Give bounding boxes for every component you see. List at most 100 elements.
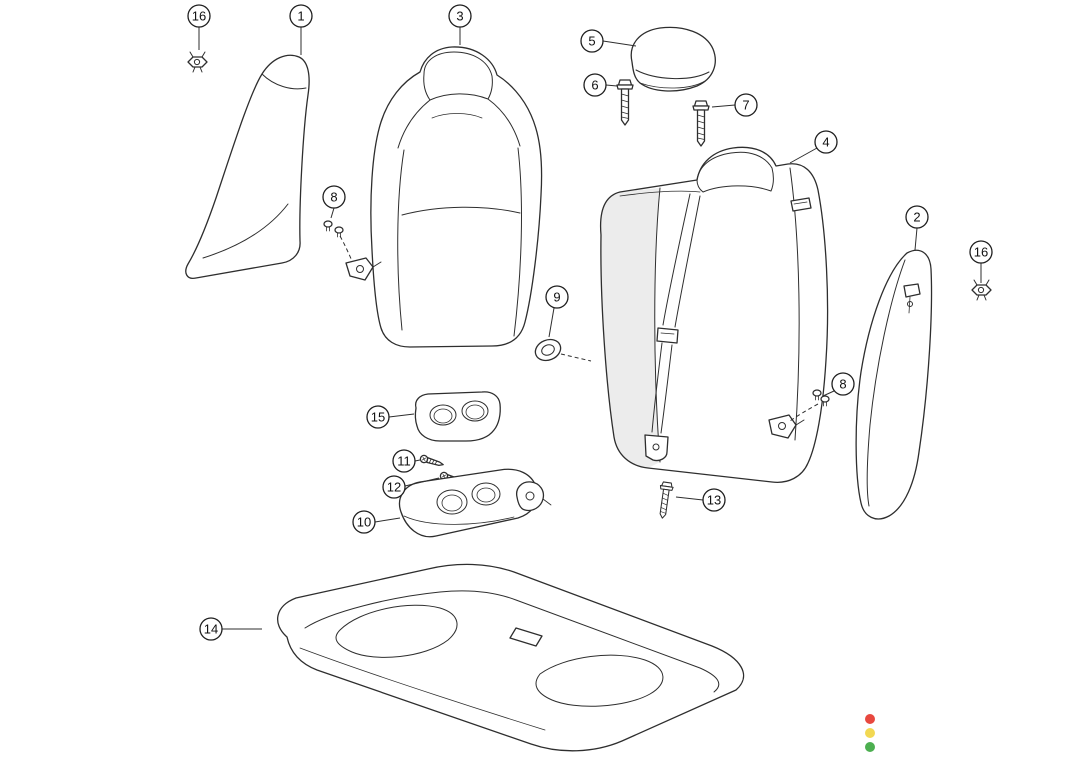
part-outline	[185, 54, 310, 279]
callout-8-grommet-left[interactable]: 8	[322, 185, 346, 219]
leader-line	[789, 147, 818, 164]
callout-10-armrest[interactable]: 10	[352, 510, 401, 534]
part-3-seat-back-left	[370, 46, 543, 348]
part-6-bolt	[616, 79, 634, 126]
callout-2-side-bolster-right[interactable]: 2	[905, 205, 929, 251]
callout-1-side-bolster-left[interactable]: 1	[289, 4, 313, 55]
callout-number: 16	[974, 245, 988, 260]
callout-circle[interactable]	[392, 449, 416, 473]
belt-anchor	[644, 434, 669, 462]
callout-12-screw[interactable]: 12	[382, 475, 440, 499]
callout-circle[interactable]	[814, 130, 838, 154]
callout-14-seat-cushion[interactable]: 14	[199, 617, 262, 641]
part-outline	[630, 26, 716, 92]
callout-number: 14	[204, 622, 218, 637]
part-15-cupholder-insert	[414, 391, 501, 442]
top-seam	[619, 190, 701, 197]
belt-guide-slot	[793, 201, 808, 205]
callout-circle[interactable]	[580, 29, 604, 53]
leader-line	[374, 517, 401, 523]
callout-16-clip-left[interactable]: 16	[187, 4, 211, 50]
leader-line	[822, 390, 835, 397]
callout-6-bolt[interactable]: 6	[583, 73, 618, 97]
part-outline	[414, 391, 501, 442]
grommet-hole	[541, 344, 555, 356]
assembly-line-8-left	[339, 235, 353, 262]
callout-number: 10	[357, 515, 371, 530]
callout-number: 7	[742, 98, 749, 113]
callout-circle[interactable]	[322, 185, 346, 209]
shoulder-seam	[397, 99, 431, 149]
assembly-line-9	[560, 353, 592, 362]
belt-strap	[674, 195, 701, 328]
callout-circle[interactable]	[734, 93, 758, 117]
callout-3-seat-back-left[interactable]: 3	[448, 4, 472, 45]
seam-line	[202, 203, 289, 259]
latch-slot	[660, 332, 675, 335]
callout-5-headrest[interactable]: 5	[580, 29, 637, 53]
belt-panel-shade	[600, 188, 660, 468]
leader-line	[711, 104, 736, 108]
cup-opening	[461, 400, 489, 422]
assembly-line-8-right	[789, 403, 819, 422]
leader-line	[330, 207, 335, 219]
side-seam	[513, 147, 522, 337]
shoulder-seam	[487, 98, 521, 147]
callout-15-cupholder-insert[interactable]: 15	[366, 405, 415, 429]
callout-number: 4	[822, 135, 829, 150]
seam-line	[639, 80, 706, 89]
cup-holder	[436, 489, 468, 515]
callout-circle[interactable]	[448, 4, 472, 28]
cup-holder-inner	[441, 494, 463, 512]
part-1-side-bolster-left	[185, 54, 310, 279]
callout-number: 8	[330, 190, 337, 205]
part-outline	[370, 46, 543, 348]
part-5-headrest	[630, 26, 716, 92]
callout-circle[interactable]	[382, 475, 406, 499]
status-dot-red	[865, 714, 875, 724]
callout-circle[interactable]	[366, 405, 390, 429]
callout-number: 3	[456, 9, 463, 24]
part-14-seat-cushion	[277, 563, 745, 752]
buckle-slot	[509, 627, 543, 647]
callout-circle[interactable]	[289, 4, 313, 28]
part-outline	[855, 249, 933, 520]
callout-circle[interactable]	[352, 510, 376, 534]
inner-seam	[431, 113, 483, 119]
front-edge	[299, 647, 546, 731]
callout-4-seat-back-right[interactable]: 4	[789, 130, 838, 164]
callout-circle[interactable]	[969, 240, 993, 264]
callout-circle[interactable]	[187, 4, 211, 28]
callout-circle[interactable]	[702, 488, 726, 512]
cup-opening-inner	[433, 408, 453, 424]
cup-opening	[429, 404, 457, 426]
callout-number: 13	[707, 493, 721, 508]
callout-number: 1	[297, 9, 304, 24]
callout-circle[interactable]	[905, 205, 929, 229]
callout-7-bolt[interactable]: 7	[711, 93, 758, 117]
latch-lever	[542, 498, 552, 506]
callout-11-screw[interactable]: 11	[392, 449, 421, 473]
pivot-bracket-right	[768, 414, 805, 439]
callout-number: 5	[588, 34, 595, 49]
headrest-outline	[423, 51, 493, 101]
callout-16-clip-right[interactable]: 16	[969, 240, 993, 283]
status-dot-yellow	[865, 728, 875, 738]
leader-line	[602, 40, 637, 47]
callout-circle[interactable]	[583, 73, 607, 97]
callout-8-grommet-right[interactable]: 8	[822, 372, 855, 397]
side-seam	[397, 149, 405, 331]
part-7-bolt	[692, 100, 710, 147]
bracket-tab	[903, 283, 921, 298]
callout-circle[interactable]	[199, 617, 223, 641]
callout-circle[interactable]	[831, 372, 855, 396]
callout-number: 6	[591, 78, 598, 93]
seat-depression-right	[535, 654, 664, 707]
callout-9-grommet[interactable]: 9	[545, 285, 569, 338]
part-outline	[599, 146, 829, 483]
callout-13-bolt[interactable]: 13	[675, 488, 726, 512]
side-seam	[654, 187, 661, 463]
callout-circle[interactable]	[545, 285, 569, 309]
